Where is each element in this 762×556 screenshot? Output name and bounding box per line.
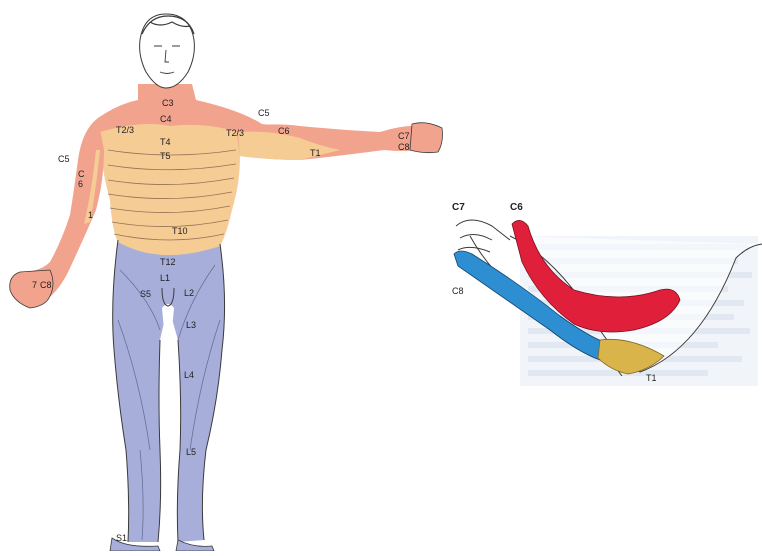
label-t10: T10	[172, 226, 188, 236]
label-s1: S1	[116, 533, 127, 543]
label-hand-c7: C7	[452, 202, 465, 213]
label-c8-hand: C8	[40, 280, 52, 290]
label-hand-t1: T1	[646, 373, 657, 383]
label-c4: C4	[160, 114, 172, 124]
label-hand-7: 7	[32, 280, 37, 290]
label-c5-shoulder: C5	[258, 108, 270, 118]
label-l3: L3	[186, 320, 196, 330]
label-s5: S5	[140, 289, 151, 299]
label-l4: L4	[184, 370, 194, 380]
legs-region	[113, 240, 225, 542]
label-c8: C8	[398, 142, 410, 152]
label-t4: T4	[160, 137, 171, 147]
label-c6-left-2: 6	[78, 179, 83, 189]
label-c5-arm: C5	[58, 154, 70, 164]
label-t1-arm: T1	[310, 148, 321, 158]
label-c3: C3	[162, 98, 174, 108]
label-c6-left: C	[78, 169, 85, 179]
label-hand-c8: C8	[452, 286, 464, 296]
label-t2-3-left: T2/3	[116, 125, 134, 135]
label-l2: L2	[184, 288, 194, 298]
right-hand	[410, 123, 443, 153]
label-t5: T5	[160, 151, 171, 161]
label-t2-3-right: T2/3	[226, 128, 244, 138]
label-l5: L5	[186, 447, 196, 457]
label-t12: T12	[160, 257, 176, 267]
label-c6-arm: C6	[278, 126, 290, 136]
arm-detail: C7 C6 C8 T1	[452, 202, 762, 386]
fingers	[456, 220, 510, 252]
label-t1-left: 1	[88, 210, 93, 220]
body-figure: C3 C4 C5 C6 C7 C8 T1 T2/3 T2/3 T4 T5 T10…	[10, 14, 443, 551]
label-hand-c6: C6	[510, 202, 523, 213]
label-c7: C7	[398, 131, 410, 141]
label-l1: L1	[160, 273, 170, 283]
